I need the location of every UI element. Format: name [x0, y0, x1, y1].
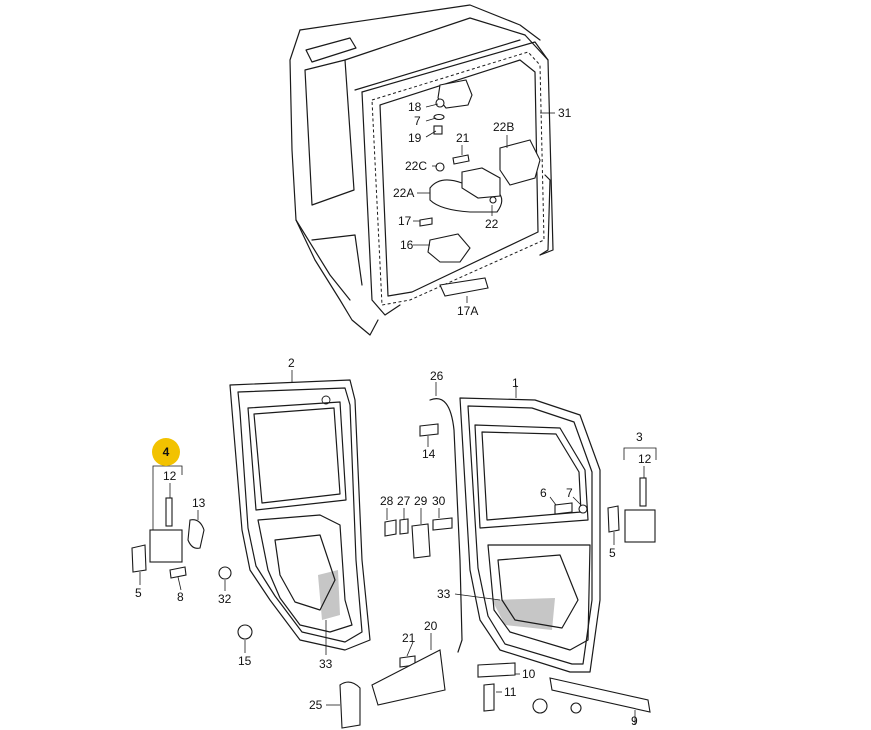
- part-label: 17A: [457, 304, 478, 318]
- part-label: 19: [408, 131, 422, 145]
- door-lock-parts-upper: [419, 79, 541, 297]
- part-label: 31: [558, 106, 572, 120]
- part-label: 29: [414, 494, 428, 508]
- part-label: 22A: [393, 186, 414, 200]
- part-label: 21: [456, 131, 470, 145]
- part-label: 22B: [493, 120, 514, 134]
- part-label: 8: [177, 590, 184, 604]
- highlight-badge-label: 4: [163, 445, 170, 459]
- hinge-parts: [131, 423, 656, 729]
- part-label: 28: [380, 494, 394, 508]
- part-label: 25: [309, 698, 323, 712]
- part-label: 2: [288, 356, 295, 370]
- part-label: 13: [192, 496, 206, 510]
- part-label: 33: [319, 657, 333, 671]
- part-label: 18: [408, 100, 422, 114]
- part-label: 6: [540, 486, 547, 500]
- part-label: 26: [430, 369, 444, 383]
- part-label: 12: [163, 469, 177, 483]
- part-label: 16: [400, 238, 414, 252]
- part-label: 1: [512, 376, 519, 390]
- highlighted-callout[interactable]: 4: [152, 438, 180, 466]
- part-label: 3: [636, 430, 643, 444]
- part-label: 12: [638, 452, 652, 466]
- part-label: 17: [398, 214, 412, 228]
- part-label: 15: [238, 654, 252, 668]
- part-label: 21: [402, 631, 416, 645]
- part-label: 9: [631, 714, 638, 728]
- part-label: 7: [566, 486, 573, 500]
- part-label: 22: [485, 217, 499, 231]
- part-label: 22C: [405, 159, 427, 173]
- part-label: 5: [609, 546, 616, 560]
- part-label: 14: [422, 447, 436, 461]
- rear-door-right: [429, 397, 601, 673]
- part-label: 27: [397, 494, 411, 508]
- part-label: 5: [135, 586, 142, 600]
- highlight-badge: [152, 438, 180, 466]
- van-rear-body: [289, 4, 554, 336]
- part-label: 10: [522, 667, 536, 681]
- rear-door-left: [229, 379, 371, 651]
- leader-lines: [139, 103, 657, 725]
- part-label: 32: [218, 592, 232, 606]
- part-label: 7: [414, 114, 421, 128]
- part-label: 30: [432, 494, 446, 508]
- part-label: 20: [424, 619, 438, 633]
- part-label: 33: [437, 587, 451, 601]
- part-label: 11: [504, 685, 517, 699]
- part-labels: 31 18 7 19 21 22B 22C 22A 17 16 22 17A 2…: [135, 100, 652, 728]
